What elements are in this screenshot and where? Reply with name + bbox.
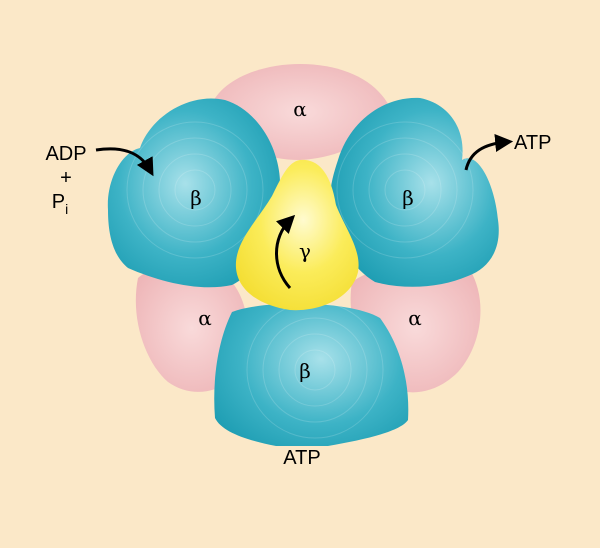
alpha-right-label: α [408, 306, 422, 330]
adp-in-arrow-icon [95, 147, 154, 177]
pi-subscript: i [65, 201, 68, 217]
beta-left-label: β [190, 186, 202, 210]
beta-bottom-label: β [299, 359, 311, 383]
pi-label: Pi [52, 191, 68, 217]
alpha-left-label: α [198, 306, 212, 330]
atp-out-label: ATP [514, 132, 551, 154]
beta-subunit-right [330, 97, 499, 287]
beta-subunit-left [107, 98, 281, 288]
atp-notch [272, 446, 332, 468]
beta-subunit-bottom [214, 303, 409, 462]
atp-out-arrow-icon [464, 134, 514, 171]
alpha-top-label: α [293, 97, 307, 121]
adp-label: ADP [45, 143, 86, 165]
beta-texture-rings [126, 121, 474, 439]
pi-p: P [52, 191, 65, 213]
gamma-subunit [235, 159, 359, 311]
atp-bound-label: ATP [283, 447, 320, 469]
plus-label: + [60, 167, 72, 189]
rotation-arrow-icon [275, 214, 296, 290]
gamma-label: γ [299, 239, 311, 263]
beta-right-label: β [402, 186, 414, 210]
